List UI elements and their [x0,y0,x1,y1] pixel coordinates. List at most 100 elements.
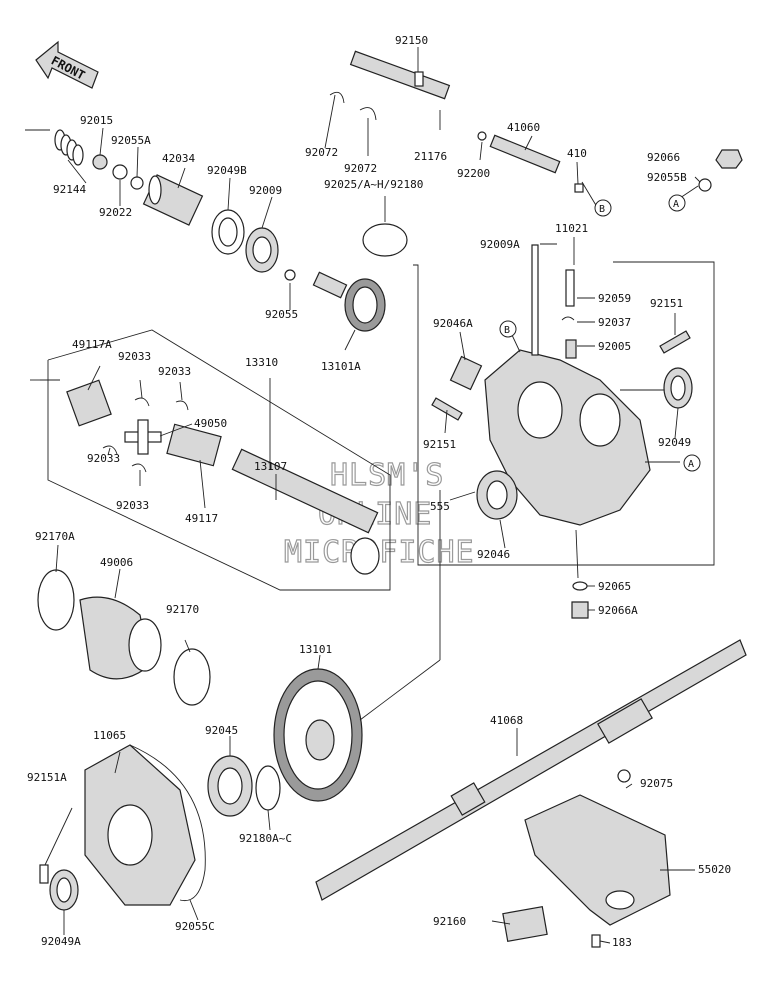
gasket-92055c-icon [129,744,206,902]
label-92059: 92059 [598,292,631,305]
gear-case-icon [484,349,651,526]
bracket-92160-icon [502,906,548,942]
output-shaft-41068-icon [315,639,747,901]
label-92144: 92144 [53,183,86,196]
shim-ring-icon [362,223,408,257]
label-92170: 92170 [166,603,199,616]
label-92049: 92049 [658,436,691,449]
svg-text:B: B [504,325,510,336]
cross-joint-49050-icon [124,419,162,455]
plug-92066a-icon [571,601,589,619]
label-92066a: 92066A [598,604,638,617]
label-183: 183 [612,936,632,949]
label-92170a: 92170A [35,530,75,543]
clip-92072a-icon [329,91,345,104]
guard-55020-icon [524,794,671,926]
label-92009: 92009 [249,184,282,197]
group-outlines [25,129,715,591]
label-92055a: 92055A [111,134,151,147]
label-92033-c: 92033 [87,452,120,465]
callout-b2: B [499,320,517,338]
label-92033-b: 92033 [158,365,191,378]
pin-410-icon [574,183,584,193]
circlip-a-icon [134,397,150,407]
label-13101a: 13101A [321,360,361,373]
clip-92072b-icon [359,107,377,121]
label-11065: 11065 [93,729,126,742]
shaft-41060-icon [489,134,561,174]
callout-a2: A [683,454,701,472]
label-92151a: 92151A [27,771,67,784]
label-92005: 92005 [598,340,631,353]
label-49006: 49006 [100,556,133,569]
label-92045: 92045 [205,724,238,737]
label-13310: 13310 [245,356,278,369]
plug-92066-icon [715,149,743,169]
label-92055b: 92055B [647,171,687,184]
label-92025: 92025/A~H/92180 [324,178,423,191]
washer-icon [112,164,128,180]
part-labels: 92150 92015 92055A 42034 92049B 92009 92… [27,34,731,949]
label-92046a: 92046A [433,317,473,330]
washer-92200-icon [477,131,487,141]
label-92075: 92075 [640,777,673,790]
bolt-183-icon [591,934,601,948]
label-92046: 92046 [477,548,510,561]
ring-gear-icon [273,668,363,802]
nut-icon [92,154,108,170]
spline-bushing-icon [142,174,204,226]
circlip-d-icon [131,463,147,473]
parts [37,50,747,948]
stud-92009a-icon [531,244,539,356]
label-410: 410 [567,147,587,160]
shim-92180a-icon [255,765,281,811]
label-555: 555 [430,500,450,513]
circlip-c-icon [102,445,118,455]
label-21176: 21176 [414,150,447,163]
label-92151-b: 92151 [423,438,456,451]
label-42034: 42034 [162,152,195,165]
label-92055c: 92055C [175,920,215,933]
valve-92005-icon [565,339,577,359]
stud-92151a-icon [659,330,691,354]
label-49050: 49050 [194,417,227,430]
bearing-92046a-icon [449,355,483,391]
yoke-49117-icon [166,423,222,467]
clamp-92170a-icon [37,569,75,631]
label-55020: 55020 [698,863,731,876]
label-92015: 92015 [80,114,113,127]
label-92022: 92022 [99,206,132,219]
o-ring-icon [130,176,144,190]
label-92037: 92037 [598,316,631,329]
yoke-49117a-icon [66,379,112,427]
label-92065: 92065 [598,580,631,593]
label-49117a: 49117A [72,338,112,351]
label-41060: 41060 [507,121,540,134]
bolt-92150-icon [414,71,424,87]
circlip-b-icon [175,400,189,411]
label-92160: 92160 [433,915,466,928]
label-49117: 49117 [185,512,218,525]
pin-92059-icon [565,269,575,307]
label-92009a: 92009A [480,238,520,251]
label-92180a: 92180A~C [239,832,292,845]
o-ring-92055b-icon [698,178,712,192]
clamp-92170-icon [173,648,211,706]
label-92200: 92200 [457,167,490,180]
label-92049b: 92049B [207,164,247,177]
stud-92151b-icon [431,397,463,421]
callout-b1: B [594,199,612,217]
label-11021: 11021 [555,222,588,235]
pinion-gear-icon [312,271,386,332]
label-92072-b: 92072 [344,162,377,175]
label-92049a: 92049A [41,935,81,948]
spring-icon [54,129,84,166]
svg-text:B: B [599,204,605,215]
leader-lines [30,47,701,944]
label-13107: 13107 [254,460,287,473]
cover-11065-icon [84,744,196,906]
o-ring-92055-icon [284,269,296,281]
label-92033-d: 92033 [116,499,149,512]
svg-text:A: A [673,199,679,210]
